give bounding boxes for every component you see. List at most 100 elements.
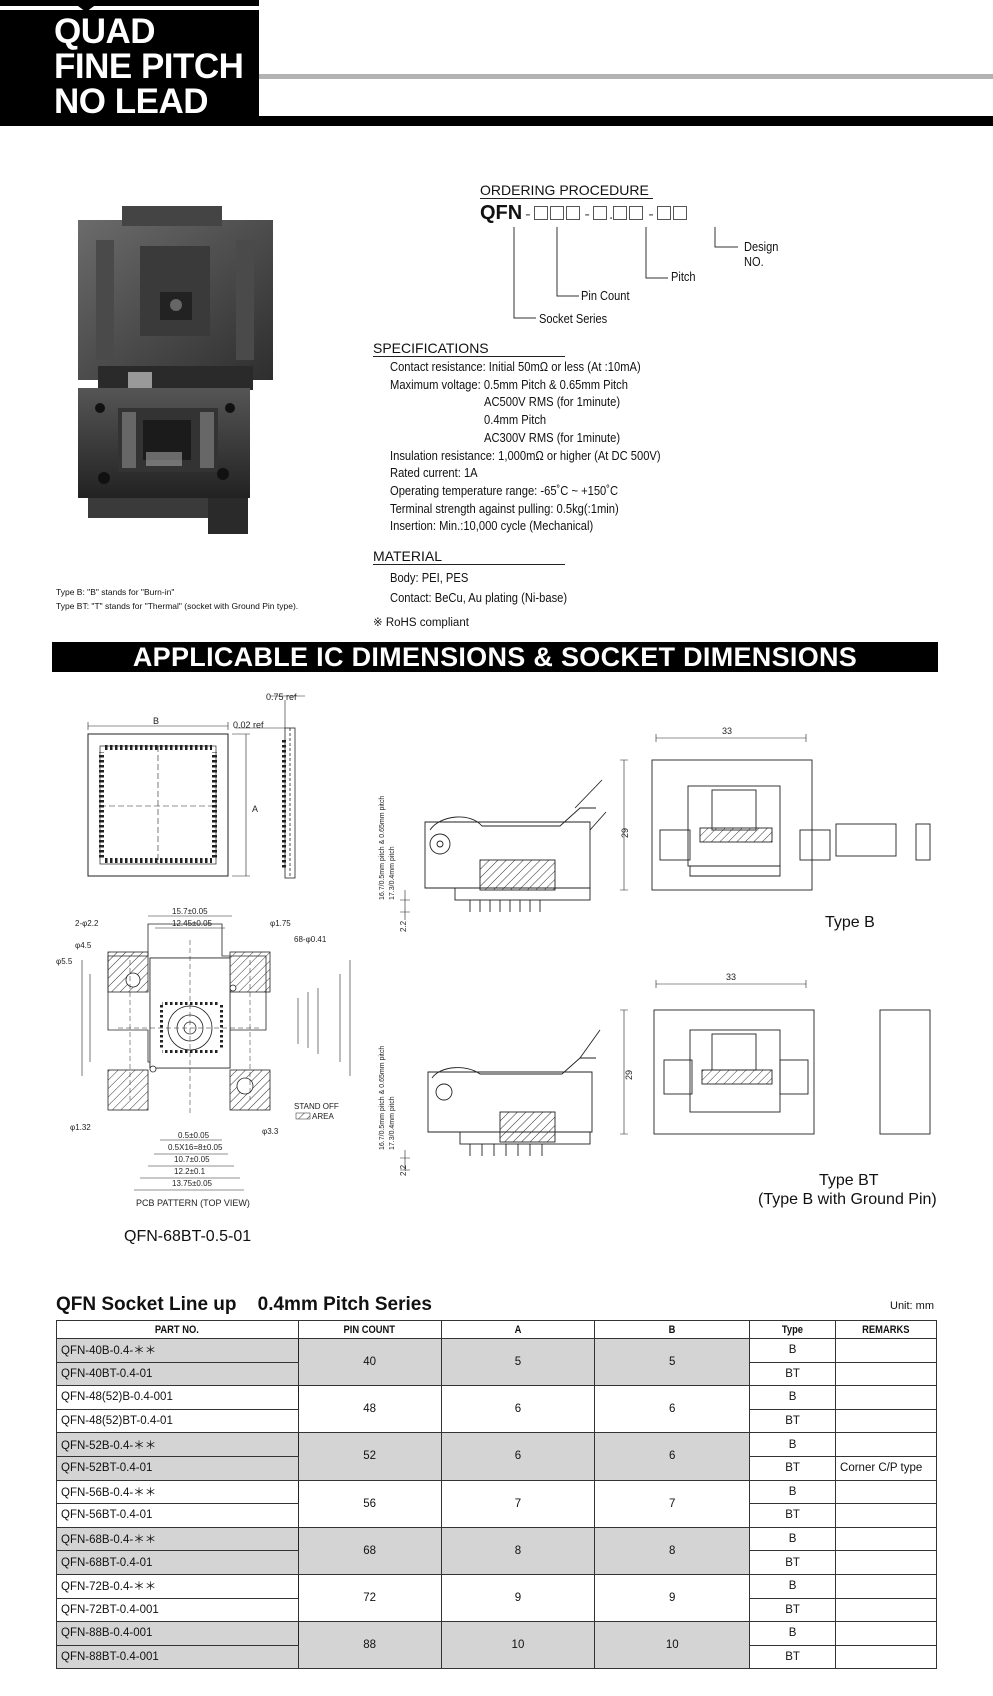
table-cell: B (749, 1385, 837, 1410)
note-type-bt: Type BT: "T" stands for "Thermal" (socke… (56, 601, 299, 611)
page-title: QUAD FINE PITCH NO LEAD (0, 10, 259, 122)
spec-row: Maximum voltage: 0.5mm Pitch & 0.65mm Pi… (390, 376, 628, 392)
table-cell: QFN-72B-0.4-＊＊ (56, 1573, 299, 1599)
table-cell: 88 (297, 1621, 442, 1670)
table-cell: QFN-68BT-0.4-01 (56, 1550, 299, 1575)
table-cell (835, 1573, 937, 1599)
material-heading: MATERIAL (373, 548, 565, 565)
type-b-side-view (400, 779, 607, 920)
table-cell: QFN-48(52)BT-0.4-01 (56, 1408, 299, 1434)
table-cell (835, 1550, 937, 1575)
label-d68phi: 68-φ0.41 (294, 935, 327, 944)
table-cell: BT (749, 1550, 837, 1575)
table-cell: 68 (297, 1526, 442, 1575)
lineup-table: PART NO. PIN COUNT A B Type REMARKS QFN-… (56, 1320, 937, 1670)
table-cell (835, 1621, 937, 1646)
pcb-pattern (107, 923, 271, 1116)
table-cell: B (749, 1621, 837, 1646)
spec-row: Contact resistance: Initial 50mΩ or less… (390, 359, 641, 374)
ordering-procedure: ORDERING PROCEDURE QFN--.- Design NO. Pi… (480, 182, 810, 332)
label-b05: 0.5±0.05 (178, 1131, 210, 1140)
table-cell (835, 1338, 937, 1363)
caption-type-bt-sub: (Type B with Ground Pin) (758, 1191, 937, 1208)
label-b05x16: 0.5X16=8±0.05 (168, 1143, 223, 1152)
technical-drawings: 0.75 ref 0.02 ref B A (56, 692, 931, 1208)
table-cell: 8 (594, 1526, 751, 1575)
label-pitch: Pitch (671, 269, 696, 284)
table-cell: QFN-52B-0.4-＊＊ (56, 1432, 299, 1457)
label-b107: 10.7±0.05 (174, 1155, 210, 1164)
label-area: AREA (312, 1112, 334, 1121)
table-cell: 52 (297, 1432, 442, 1481)
label-pitch-note2-bt: 17.3/0.4mm pitch (389, 1096, 396, 1150)
table-cell: QFN-56B-0.4-＊＊ (56, 1479, 299, 1505)
table-cell: 9 (440, 1573, 596, 1623)
caption-type-bt: Type BT (819, 1172, 879, 1189)
spec-row: Terminal strength against pulling: 0.5kg… (390, 500, 619, 516)
table-cell: QFN-88B-0.4-001 (56, 1621, 299, 1646)
label-pcb: PCB PATTERN (TOP VIEW) (136, 1198, 250, 1208)
title-line: QUAD (54, 12, 156, 51)
table-header: A (440, 1320, 596, 1339)
table-cell: QFN-40BT-0.4-01 (56, 1361, 299, 1387)
table-header: REMARKS (835, 1320, 937, 1339)
note-type-b: Type B: "B" stands for "Burn-in" (56, 587, 175, 597)
table-cell (835, 1361, 937, 1387)
table-cell: 10 (594, 1621, 751, 1670)
label-d29-bt: 29 (624, 1070, 634, 1080)
table-cell: B (749, 1338, 837, 1363)
label-ref-075: 0.75 ref (266, 692, 297, 702)
table-cell (835, 1644, 937, 1670)
table-cell: 6 (594, 1432, 751, 1481)
spec-row: AC300V RMS (for 1minute) (484, 429, 621, 445)
ordering-code: QFN--.- (480, 202, 689, 225)
table-title: QFN Socket Line up 0.4mm Pitch Series (56, 1294, 432, 1315)
label-d29-b: 29 (620, 828, 630, 838)
label-d157: 15.7±0.05 (172, 907, 208, 916)
title-line: FINE PITCH (54, 47, 244, 86)
spec-row: Rated current: 1A (390, 465, 478, 481)
table-cell: B (749, 1573, 837, 1599)
table-cell: QFN-72BT-0.4-001 (56, 1597, 299, 1623)
label-d22: 2.2 (399, 920, 408, 932)
table-cell: BT (749, 1503, 837, 1528)
label-dim-b: B (153, 716, 159, 726)
table-cell: 56 (297, 1479, 442, 1528)
caption-type-b: Type B (825, 914, 875, 931)
label-d1245: 12.45±0.05 (172, 919, 213, 928)
table-cell (835, 1479, 937, 1505)
table-header: Type (749, 1320, 837, 1339)
label-d55: φ5.5 (56, 957, 73, 966)
table-cell: 6 (440, 1385, 596, 1434)
header-rule-gray (259, 74, 993, 79)
table-header: PIN COUNT (297, 1320, 442, 1339)
table-cell: 9 (594, 1573, 751, 1623)
label-d2phi: 2-φ2.2 (75, 919, 99, 928)
type-b-front-view (620, 734, 931, 891)
ordering-prefix: QFN (480, 202, 523, 224)
table-cell (835, 1526, 937, 1552)
table-cell: 7 (594, 1479, 751, 1528)
table-cell: 72 (297, 1573, 442, 1623)
label-b1375: 13.75±0.05 (172, 1179, 213, 1188)
socket-photo (78, 206, 273, 534)
spec-row: Insertion: Min.:10,000 cycle (Mechanical… (390, 518, 594, 534)
table-cell: 48 (297, 1385, 442, 1434)
ordering-leaders (513, 227, 738, 319)
spec-row: AC500V RMS (for 1minute) (484, 394, 621, 410)
table-header: PART NO. (56, 1320, 299, 1339)
material-row: Body: PEI, PES (390, 570, 469, 585)
label-d132: φ1.32 (70, 1123, 91, 1132)
ordering-heading: ORDERING PROCEDURE (480, 182, 653, 199)
table-cell: B (749, 1526, 837, 1552)
label-dim-a: A (252, 804, 258, 814)
table-cell: QFN-68B-0.4-＊＊ (56, 1526, 299, 1552)
